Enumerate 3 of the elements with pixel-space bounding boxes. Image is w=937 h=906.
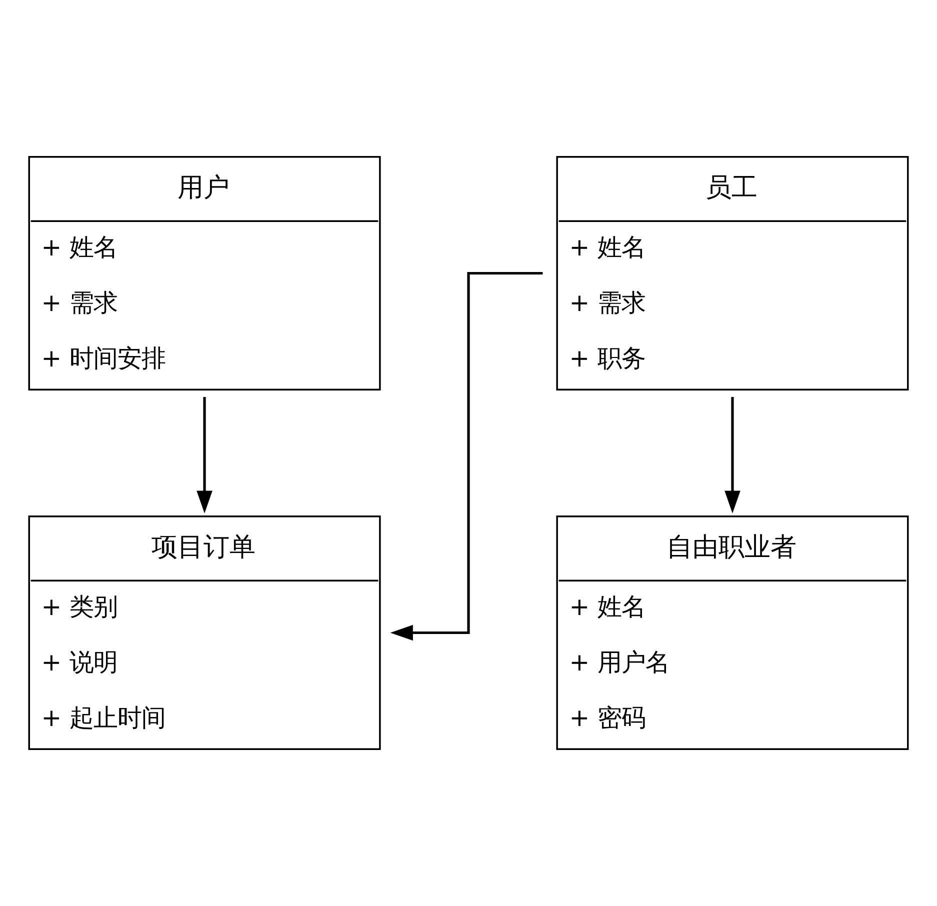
arrow: [196, 396, 212, 514]
arrow: [724, 396, 740, 514]
arrow: [390, 272, 543, 641]
